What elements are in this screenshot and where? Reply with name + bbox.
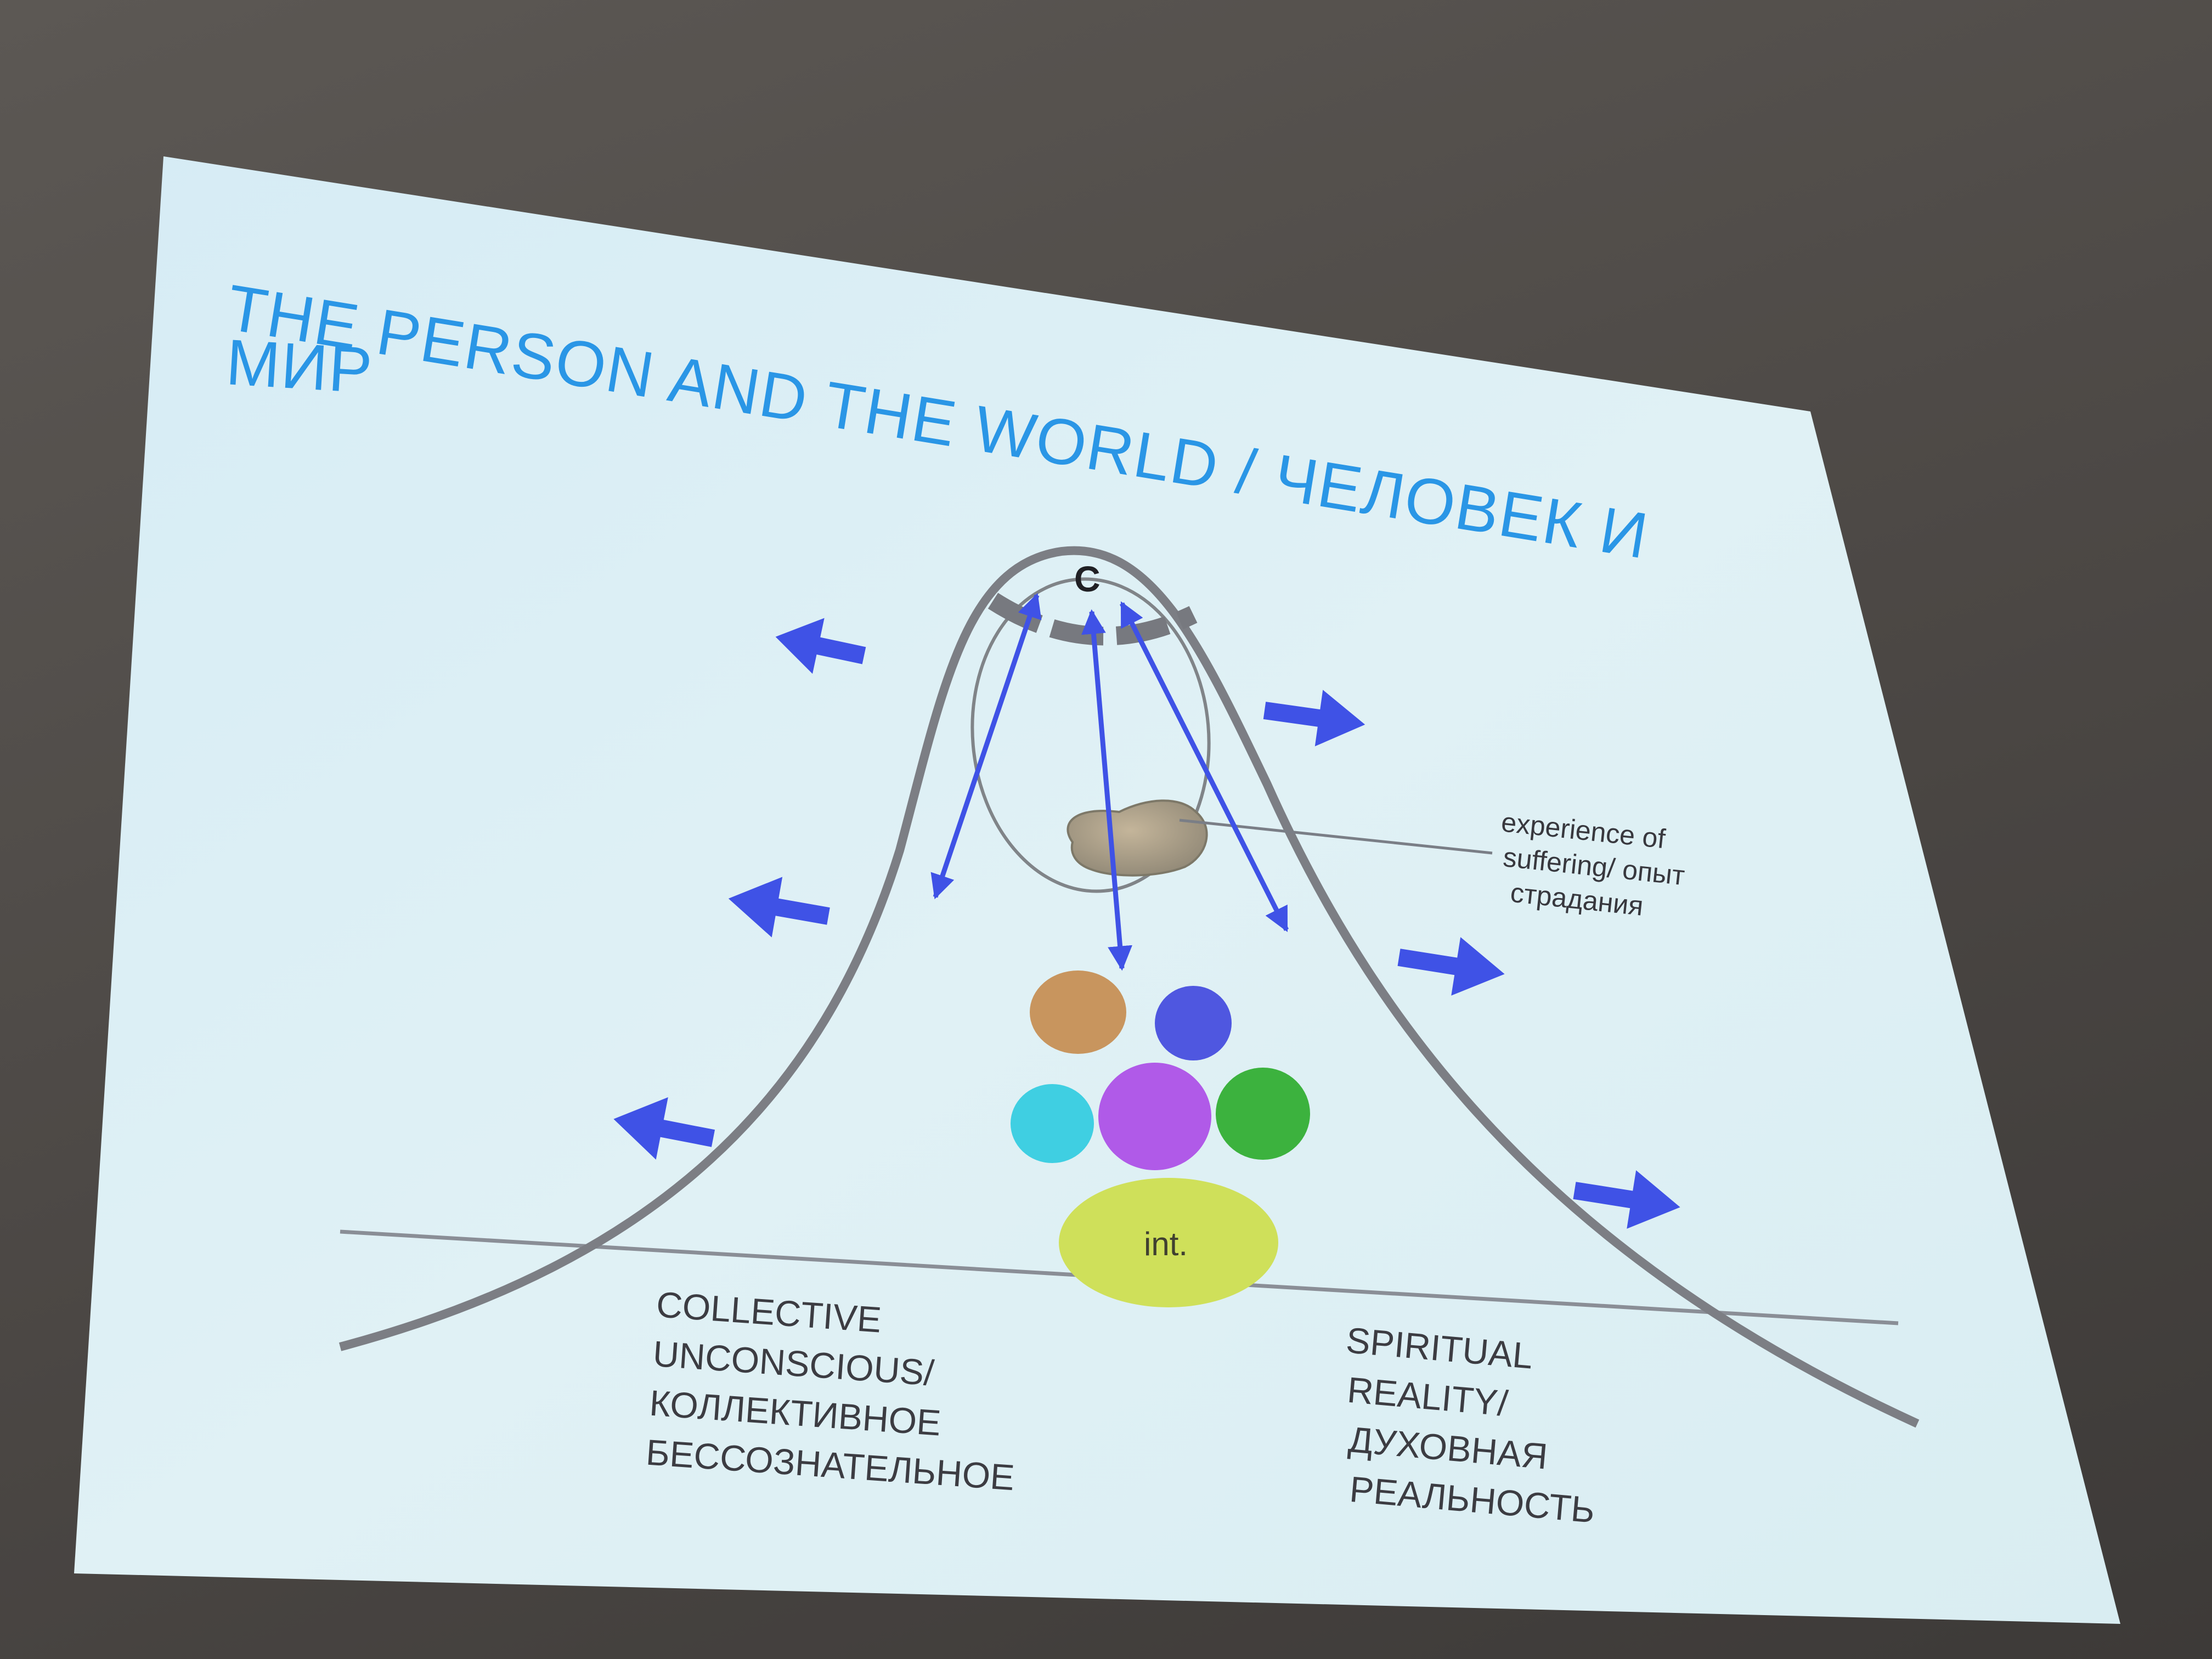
center-label-c: C xyxy=(1074,558,1101,599)
circle-yellow-int xyxy=(1059,1178,1278,1307)
circle-orange xyxy=(1030,970,1126,1054)
outward-arrow-right-2 xyxy=(1397,937,1505,996)
outward-arrow-right-1 xyxy=(1263,690,1365,747)
slide-title-line-2: МИР xyxy=(224,326,375,407)
outward-arrow-left-3 xyxy=(613,1097,715,1160)
outward-arrow-right-3 xyxy=(1573,1170,1680,1229)
int-label: int. xyxy=(1144,1226,1188,1262)
circle-cyan xyxy=(1011,1084,1094,1163)
circle-green xyxy=(1216,1068,1310,1160)
outward-arrow-left-2 xyxy=(728,877,830,938)
bell-curve xyxy=(338,546,1920,1428)
circle-blue xyxy=(1155,986,1232,1060)
suffering-stone-icon xyxy=(1066,799,1208,877)
double-arrow-right xyxy=(1119,601,1289,933)
double-arrow-left xyxy=(930,592,1042,900)
circle-purple xyxy=(1098,1063,1211,1170)
double-arrow-center xyxy=(1081,609,1133,971)
outward-arrow-left-1 xyxy=(775,618,866,674)
